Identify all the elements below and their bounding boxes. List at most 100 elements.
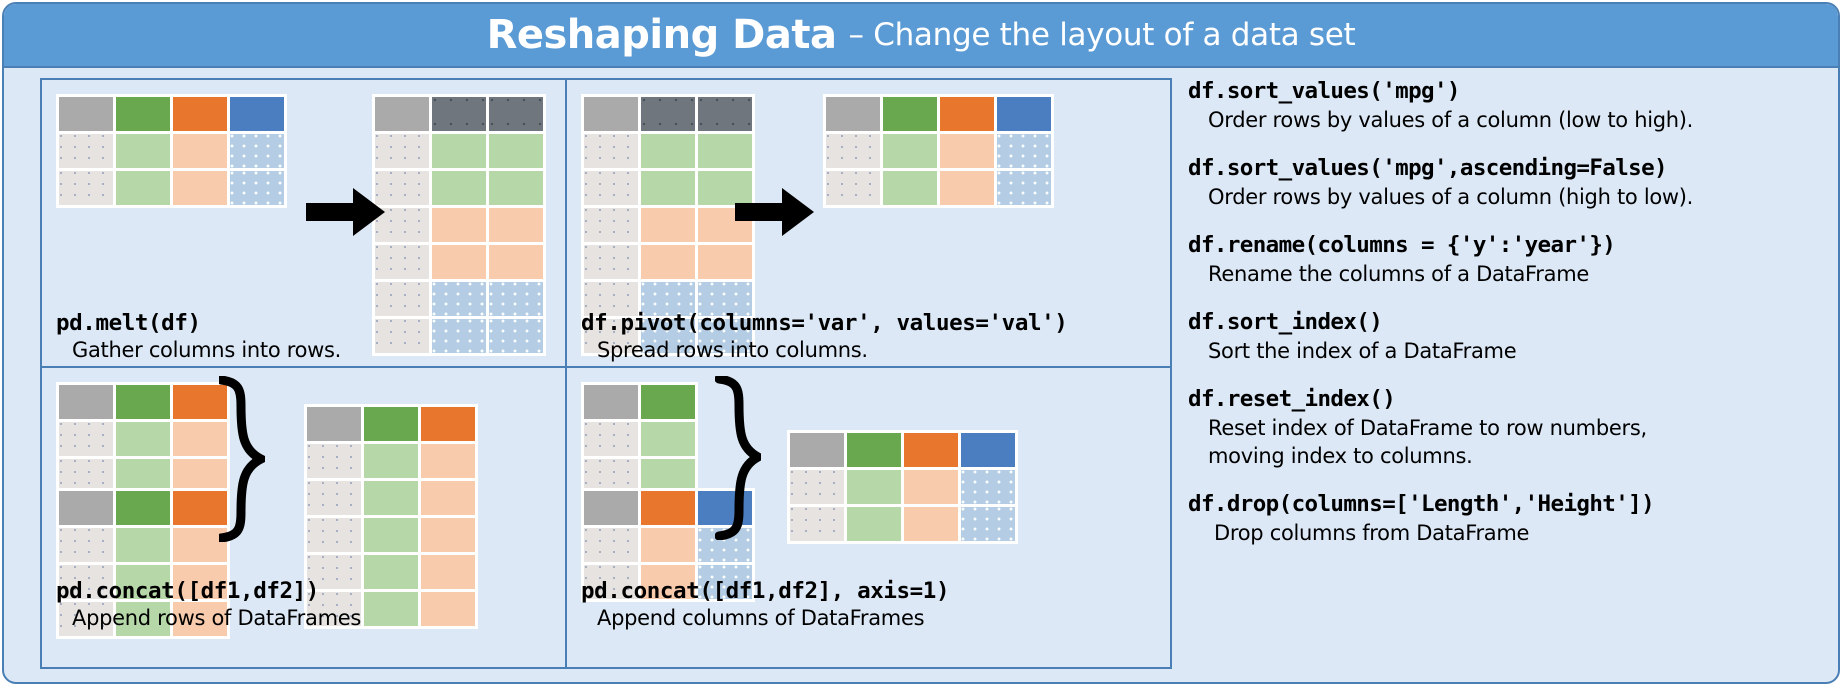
table-cell [641, 245, 695, 279]
function-entry: df.sort_index() Sort the index of a Data… [1188, 309, 1808, 366]
melt-code: pd.melt(df) [56, 310, 201, 336]
body-area: pd.melt(df) Gather columns into rows. df… [4, 66, 1838, 682]
table-cell [584, 565, 638, 599]
pivot-desc: Spread rows into columns. [597, 338, 868, 362]
table-cell [364, 592, 418, 626]
table-cell [489, 97, 543, 131]
diagram-grid: pd.melt(df) Gather columns into rows. df… [40, 78, 1172, 669]
table-cell [375, 208, 429, 242]
table-cell [116, 97, 170, 131]
table-cell [421, 444, 475, 478]
table-cell [489, 245, 543, 279]
table-cell [904, 507, 958, 541]
table-cell [641, 97, 695, 131]
table-cell [641, 208, 695, 242]
table-cell [173, 422, 227, 456]
page-subtitle: – Change the layout of a data set [848, 17, 1356, 53]
concat-rows-result-table [304, 404, 478, 629]
table-cell [364, 481, 418, 515]
table-cell [641, 528, 695, 562]
table-cell [116, 171, 170, 205]
table-cell [698, 97, 752, 131]
table-cell [847, 433, 901, 467]
table-cell [584, 97, 638, 131]
table-cell [375, 134, 429, 168]
concat-cols-code: pd.concat([df1,df2], axis=1) [581, 578, 950, 604]
table-cell [364, 407, 418, 441]
table-cell [584, 459, 638, 493]
table-cell [584, 319, 638, 353]
function-entry: df.reset_index() Reset index of DataFram… [1188, 386, 1808, 471]
table-cell [489, 282, 543, 316]
table-cell [173, 565, 227, 599]
table-cell [364, 444, 418, 478]
table-cell [940, 97, 994, 131]
page-title: Reshaping Data [486, 12, 837, 58]
table-cell [997, 134, 1051, 168]
table-cell [641, 282, 695, 316]
pivot-result-table [823, 94, 1054, 208]
table-cell [641, 319, 695, 353]
function-entry: df.sort_values('mpg',ascending=False) Or… [1188, 155, 1808, 212]
function-entry: df.rename(columns = {'y':'year'}) Rename… [1188, 232, 1808, 289]
melt-desc: Gather columns into rows. [72, 338, 342, 362]
function-signature: df.sort_values('mpg') [1188, 78, 1460, 104]
table-cell [375, 97, 429, 131]
table-cell [698, 319, 752, 353]
table-cell [116, 422, 170, 456]
function-description: Drop columns from DataFrame [1214, 520, 1530, 545]
table-cell [698, 565, 752, 599]
table-cell [230, 171, 284, 205]
panel-melt: pd.melt(df) Gather columns into rows. [42, 80, 567, 368]
table-cell [847, 470, 901, 504]
table-cell [421, 592, 475, 626]
table-cell [59, 97, 113, 131]
table-cell [641, 171, 695, 205]
table-cell [307, 555, 361, 589]
table-cell [826, 97, 880, 131]
table-cell [59, 602, 113, 636]
table-cell [59, 134, 113, 168]
table-cell [883, 97, 937, 131]
table-cell [641, 385, 695, 419]
table-cell [375, 319, 429, 353]
table-cell [641, 565, 695, 599]
table-cell [375, 282, 429, 316]
panel-concat-rows: pd.concat([df1,df2]) Append rows of Data… [42, 368, 567, 667]
table-cell [698, 282, 752, 316]
table-cell [489, 208, 543, 242]
table-cell [432, 134, 486, 168]
table-cell [940, 134, 994, 168]
right-arrow-icon [735, 188, 814, 236]
table-cell [173, 491, 227, 525]
table-cell [997, 171, 1051, 205]
table-cell [230, 134, 284, 168]
table-cell [432, 97, 486, 131]
table-cell [698, 134, 752, 168]
table-cell [432, 208, 486, 242]
table-cell [904, 470, 958, 504]
function-signature: df.rename(columns = {'y':'year'}) [1188, 231, 1616, 258]
table-cell [307, 518, 361, 552]
function-description: Order rows by values of a column (low to… [1208, 108, 1694, 132]
table-cell [116, 528, 170, 562]
concat-cols-result-table [787, 430, 1018, 544]
table-cell [116, 134, 170, 168]
table-cell [173, 385, 227, 419]
table-cell [432, 282, 486, 316]
table-cell [584, 208, 638, 242]
table-cell [364, 555, 418, 589]
table-cell [641, 491, 695, 525]
table-cell [116, 385, 170, 419]
table-cell [230, 97, 284, 131]
concat-cols-caption: pd.concat([df1,df2], axis=1) Append colu… [581, 578, 949, 630]
table-cell [961, 433, 1015, 467]
table-cell [375, 245, 429, 279]
table-cell [59, 565, 113, 599]
table-cell [826, 134, 880, 168]
table-cell [59, 171, 113, 205]
concat-rows-source-table-1 [56, 382, 230, 496]
pivot-code: df.pivot(columns='var', values='val') [581, 310, 1068, 336]
function-description: Reset index of DataFrame to row numbers,… [1208, 415, 1647, 468]
